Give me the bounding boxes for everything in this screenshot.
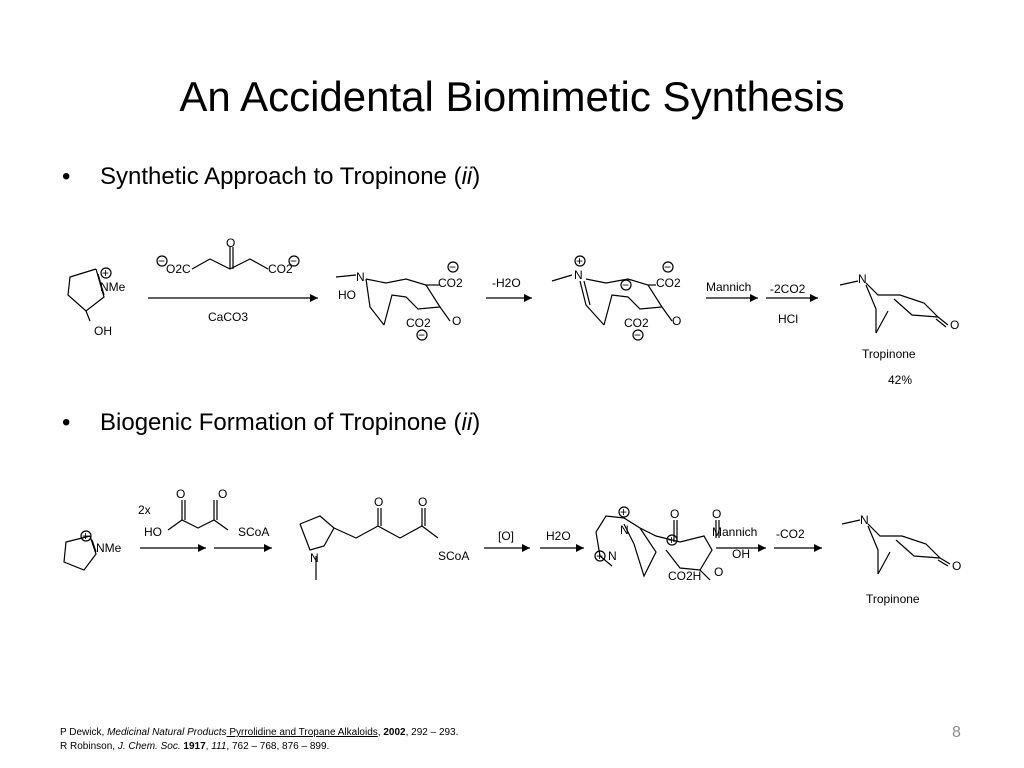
charge-plus: + bbox=[668, 533, 675, 547]
charge-plus: + bbox=[82, 529, 89, 543]
co2-label: CO2 bbox=[406, 316, 431, 330]
co2-label: CO2 bbox=[624, 316, 649, 330]
minus-2co2-label: -2CO2 bbox=[770, 282, 806, 296]
bullet-italic: ii bbox=[461, 163, 473, 190]
bullet-marker: • bbox=[62, 163, 71, 190]
ho-label: HO bbox=[144, 525, 162, 539]
ref-author: P Dewick, bbox=[60, 727, 108, 738]
n-label: N bbox=[860, 513, 869, 527]
mannich-label: Mannich bbox=[706, 280, 751, 294]
oxygen-label: O bbox=[418, 495, 427, 509]
scoa-label: SCoA bbox=[238, 525, 269, 539]
charge-plus: + bbox=[620, 505, 627, 519]
charge-plus: + bbox=[102, 266, 109, 280]
oh-label: OH bbox=[94, 324, 112, 338]
ref-journal: J. Chem. Soc. bbox=[117, 741, 181, 752]
minus-co2-label: -CO2 bbox=[776, 527, 805, 541]
hcl-label: HCl bbox=[778, 312, 798, 326]
intermediate-2: + N CO2 O CO2 − − − bbox=[551, 254, 681, 342]
n-label: N bbox=[608, 549, 617, 563]
ho-label: HO bbox=[338, 288, 356, 302]
acetonedicarboxylate: O O2C CO2 − − bbox=[156, 236, 300, 276]
ref-pages: , 762 – 768, 876 – 899. bbox=[226, 741, 330, 752]
ref-separator: , bbox=[205, 741, 212, 752]
minus-h2o-label: -H2O bbox=[492, 276, 521, 290]
ref-year: 2002 bbox=[383, 727, 406, 738]
oxidation-label: [O] bbox=[498, 529, 514, 543]
hydroxide-label: OH bbox=[732, 547, 750, 561]
charge-plus: + bbox=[576, 254, 583, 268]
slide-title: An Accidental Biomimetic Synthesis bbox=[179, 73, 845, 120]
tropinone-product-1: N O bbox=[839, 272, 959, 334]
bicyclic-intermediate: + N + N + O O CO2H O bbox=[594, 505, 723, 583]
charge-minus: − bbox=[622, 278, 629, 292]
n-label: N bbox=[310, 551, 319, 565]
oxygen-label: O bbox=[176, 487, 185, 501]
n-label: N bbox=[356, 270, 365, 284]
n-label: N bbox=[574, 268, 583, 282]
ref-pages: , 292 – 293. bbox=[405, 727, 459, 738]
co2-label: CO2 bbox=[656, 276, 681, 290]
nme-label: NMe bbox=[100, 280, 126, 294]
ref-volume: 111 bbox=[211, 741, 227, 752]
yield-label: 42% bbox=[888, 373, 912, 387]
oxygen-label: O bbox=[226, 236, 235, 250]
methylpyrrolinium: + NMe bbox=[63, 529, 122, 571]
page-number: 8 bbox=[952, 724, 961, 741]
ref-book-title: Medicinal Natural Products bbox=[107, 727, 227, 738]
product-name: Tropinone bbox=[862, 347, 916, 361]
reference-robinson: R Robinson, J. Chem. Soc. 1917, 111, 762… bbox=[60, 740, 458, 754]
nme-label: NMe bbox=[96, 541, 122, 555]
multiplier-label: 2x bbox=[138, 503, 151, 517]
scheme-synthetic-approach: + NMe OH O O2C CO2 − − CaCO3 N HO CO2 O … bbox=[67, 236, 959, 387]
co2h-label: CO2H bbox=[668, 569, 701, 583]
bullet-close: ) bbox=[472, 163, 481, 190]
n-label: N bbox=[858, 272, 867, 286]
charge-plus: + bbox=[596, 549, 603, 563]
reference-dewick: P Dewick, Medicinal Natural Products Pyr… bbox=[60, 726, 458, 740]
bullet-italic: ii bbox=[461, 409, 473, 436]
oxygen-label: O bbox=[672, 314, 681, 328]
scoa-label: SCoA bbox=[438, 549, 469, 563]
bullet-marker: • bbox=[62, 409, 71, 436]
bullet-text: Synthetic Approach to Tropinone ( bbox=[100, 163, 462, 190]
bullet-biogenic-formation: • Biogenic Formation of Tropinone (ii) bbox=[62, 408, 480, 438]
oxygen-label: O bbox=[714, 565, 723, 579]
n-label: N bbox=[620, 523, 629, 537]
bullet-text: Biogenic Formation of Tropinone ( bbox=[100, 409, 462, 436]
co2-label: CO2 bbox=[268, 262, 293, 276]
oxygen-label: O bbox=[218, 487, 227, 501]
caco3-label: CaCO3 bbox=[208, 310, 248, 324]
ref-author: R Robinson, bbox=[60, 741, 118, 752]
oxygen-label: O bbox=[950, 318, 959, 332]
malonyl-coa: 2x O O HO SCoA bbox=[138, 487, 269, 539]
intermediate-1: N HO CO2 O CO2 − − bbox=[335, 260, 463, 342]
charge-minus: − bbox=[290, 254, 297, 268]
bullet-synthetic-approach: • Synthetic Approach to Tropinone (ii) bbox=[62, 162, 480, 192]
bullet-close: ) bbox=[472, 409, 481, 436]
pyrrolidine-ketone: N O O SCoA bbox=[299, 495, 469, 580]
ref-year: 1917 bbox=[183, 741, 206, 752]
starting-iminium-hydroxy: + NMe OH bbox=[67, 266, 126, 338]
scheme-biogenic-formation: + NMe 2x O O HO SCoA N O O SCoA [O] H2O bbox=[63, 487, 961, 606]
oxygen-label: O bbox=[952, 559, 961, 573]
oxygen-label: O bbox=[712, 507, 721, 521]
ref-chapter-link[interactable]: Pyrrolidine and Tropane Alkaloids bbox=[226, 727, 378, 738]
oxygen-label: O bbox=[374, 495, 383, 509]
ref-separator: , bbox=[377, 727, 384, 738]
tropinone-product-2: N O bbox=[841, 513, 961, 575]
co2-label: CO2 bbox=[438, 276, 463, 290]
charge-minus: − bbox=[418, 328, 425, 342]
oxygen-label: O bbox=[670, 507, 679, 521]
references: P Dewick, Medicinal Natural Products Pyr… bbox=[60, 726, 458, 754]
o2c-label: O2C bbox=[166, 262, 191, 276]
charge-minus: − bbox=[664, 260, 671, 274]
oxygen-label: O bbox=[452, 314, 461, 328]
mannich-label: Mannich bbox=[712, 525, 757, 539]
charge-minus: − bbox=[158, 254, 165, 268]
product-name: Tropinone bbox=[866, 592, 920, 606]
charge-minus: − bbox=[634, 328, 641, 342]
h2o-label: H2O bbox=[546, 529, 571, 543]
charge-minus: − bbox=[449, 260, 456, 274]
